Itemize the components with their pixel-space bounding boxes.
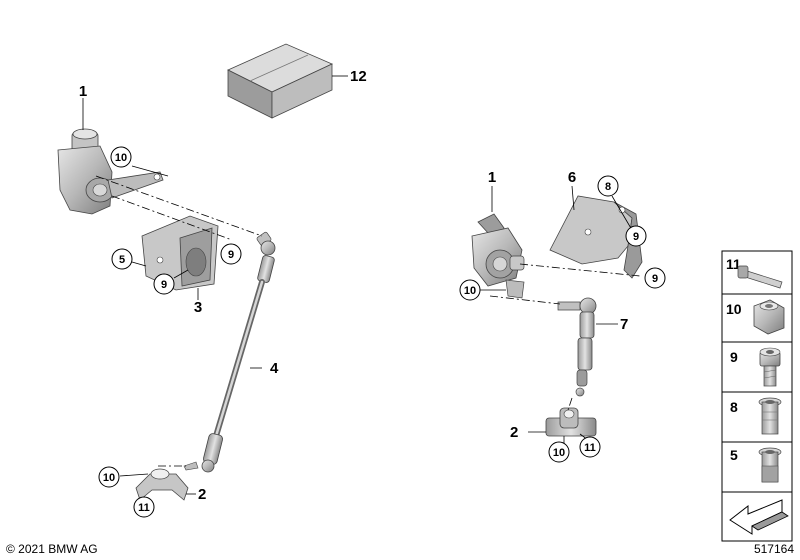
callout-right-9b: 9 <box>644 267 666 289</box>
callout-right-11: 11 <box>579 436 601 458</box>
left-assembly-lines <box>95 165 263 477</box>
callout-right-8: 8 <box>597 175 619 197</box>
callout-left-9a: 9 <box>220 243 242 265</box>
diagram-number: 517164 <box>753 542 794 556</box>
left-clamp-part-2 <box>135 468 196 501</box>
callout-top-12: 12 <box>350 68 367 85</box>
left-bracket-part-3 <box>141 215 219 300</box>
right-assembly-lines <box>480 195 641 444</box>
right-sensor-part-1 <box>471 186 525 299</box>
right-clamp-part-2 <box>528 407 597 437</box>
cable-tie-icon <box>737 265 783 289</box>
svg-text:8: 8 <box>605 181 611 193</box>
callout-right-10b: 10 <box>548 441 570 463</box>
callout-right-1: 1 <box>488 169 496 186</box>
callout-right-2: 2 <box>510 424 518 441</box>
socket-screw-icon <box>759 347 781 387</box>
copyright-text: © 2021 BMW AG <box>6 542 98 556</box>
direction-arrow-icon <box>729 499 789 535</box>
rivet-nut-icon <box>758 397 782 435</box>
svg-text:11: 11 <box>138 502 150 514</box>
svg-text:10: 10 <box>103 472 115 484</box>
left-rod-part-4 <box>183 231 276 473</box>
svg-text:11: 11 <box>584 442 596 454</box>
blind-rivet-icon <box>758 447 782 483</box>
right-rod-part-7 <box>557 297 618 397</box>
svg-text:9: 9 <box>161 279 167 291</box>
callout-left-1: 1 <box>79 83 87 100</box>
callout-left-4: 4 <box>270 360 279 377</box>
svg-text:10: 10 <box>464 285 476 297</box>
callout-left-3: 3 <box>194 299 202 316</box>
callout-right-9a: 9 <box>625 225 647 247</box>
legend-label-11: 11 <box>726 256 741 272</box>
callout-left-5: 5 <box>111 248 133 270</box>
svg-text:10: 10 <box>553 447 565 459</box>
svg-text:9: 9 <box>633 231 639 243</box>
callout-left-10b: 10 <box>98 466 120 488</box>
callout-right-10a: 10 <box>459 279 481 301</box>
legend-label-8: 8 <box>730 399 738 415</box>
callout-right-6: 6 <box>568 169 576 186</box>
svg-text:9: 9 <box>652 273 658 285</box>
callout-left-10a: 10 <box>110 146 132 168</box>
svg-text:9: 9 <box>228 249 234 261</box>
part-12-box <box>227 43 348 119</box>
callout-left-9b: 9 <box>153 273 175 295</box>
callout-left-2: 2 <box>198 486 206 503</box>
legend-label-5: 5 <box>730 447 738 463</box>
left-sensor-part-1 <box>57 98 164 215</box>
parts-legend: 11 10 9 8 <box>721 250 793 542</box>
callout-right-7: 7 <box>620 316 628 333</box>
svg-text:5: 5 <box>119 254 125 266</box>
legend-label-10: 10 <box>726 301 742 317</box>
svg-text:10: 10 <box>115 152 127 164</box>
callout-left-11: 11 <box>133 496 155 518</box>
nut-icon <box>753 299 785 335</box>
legend-label-9: 9 <box>730 349 738 365</box>
